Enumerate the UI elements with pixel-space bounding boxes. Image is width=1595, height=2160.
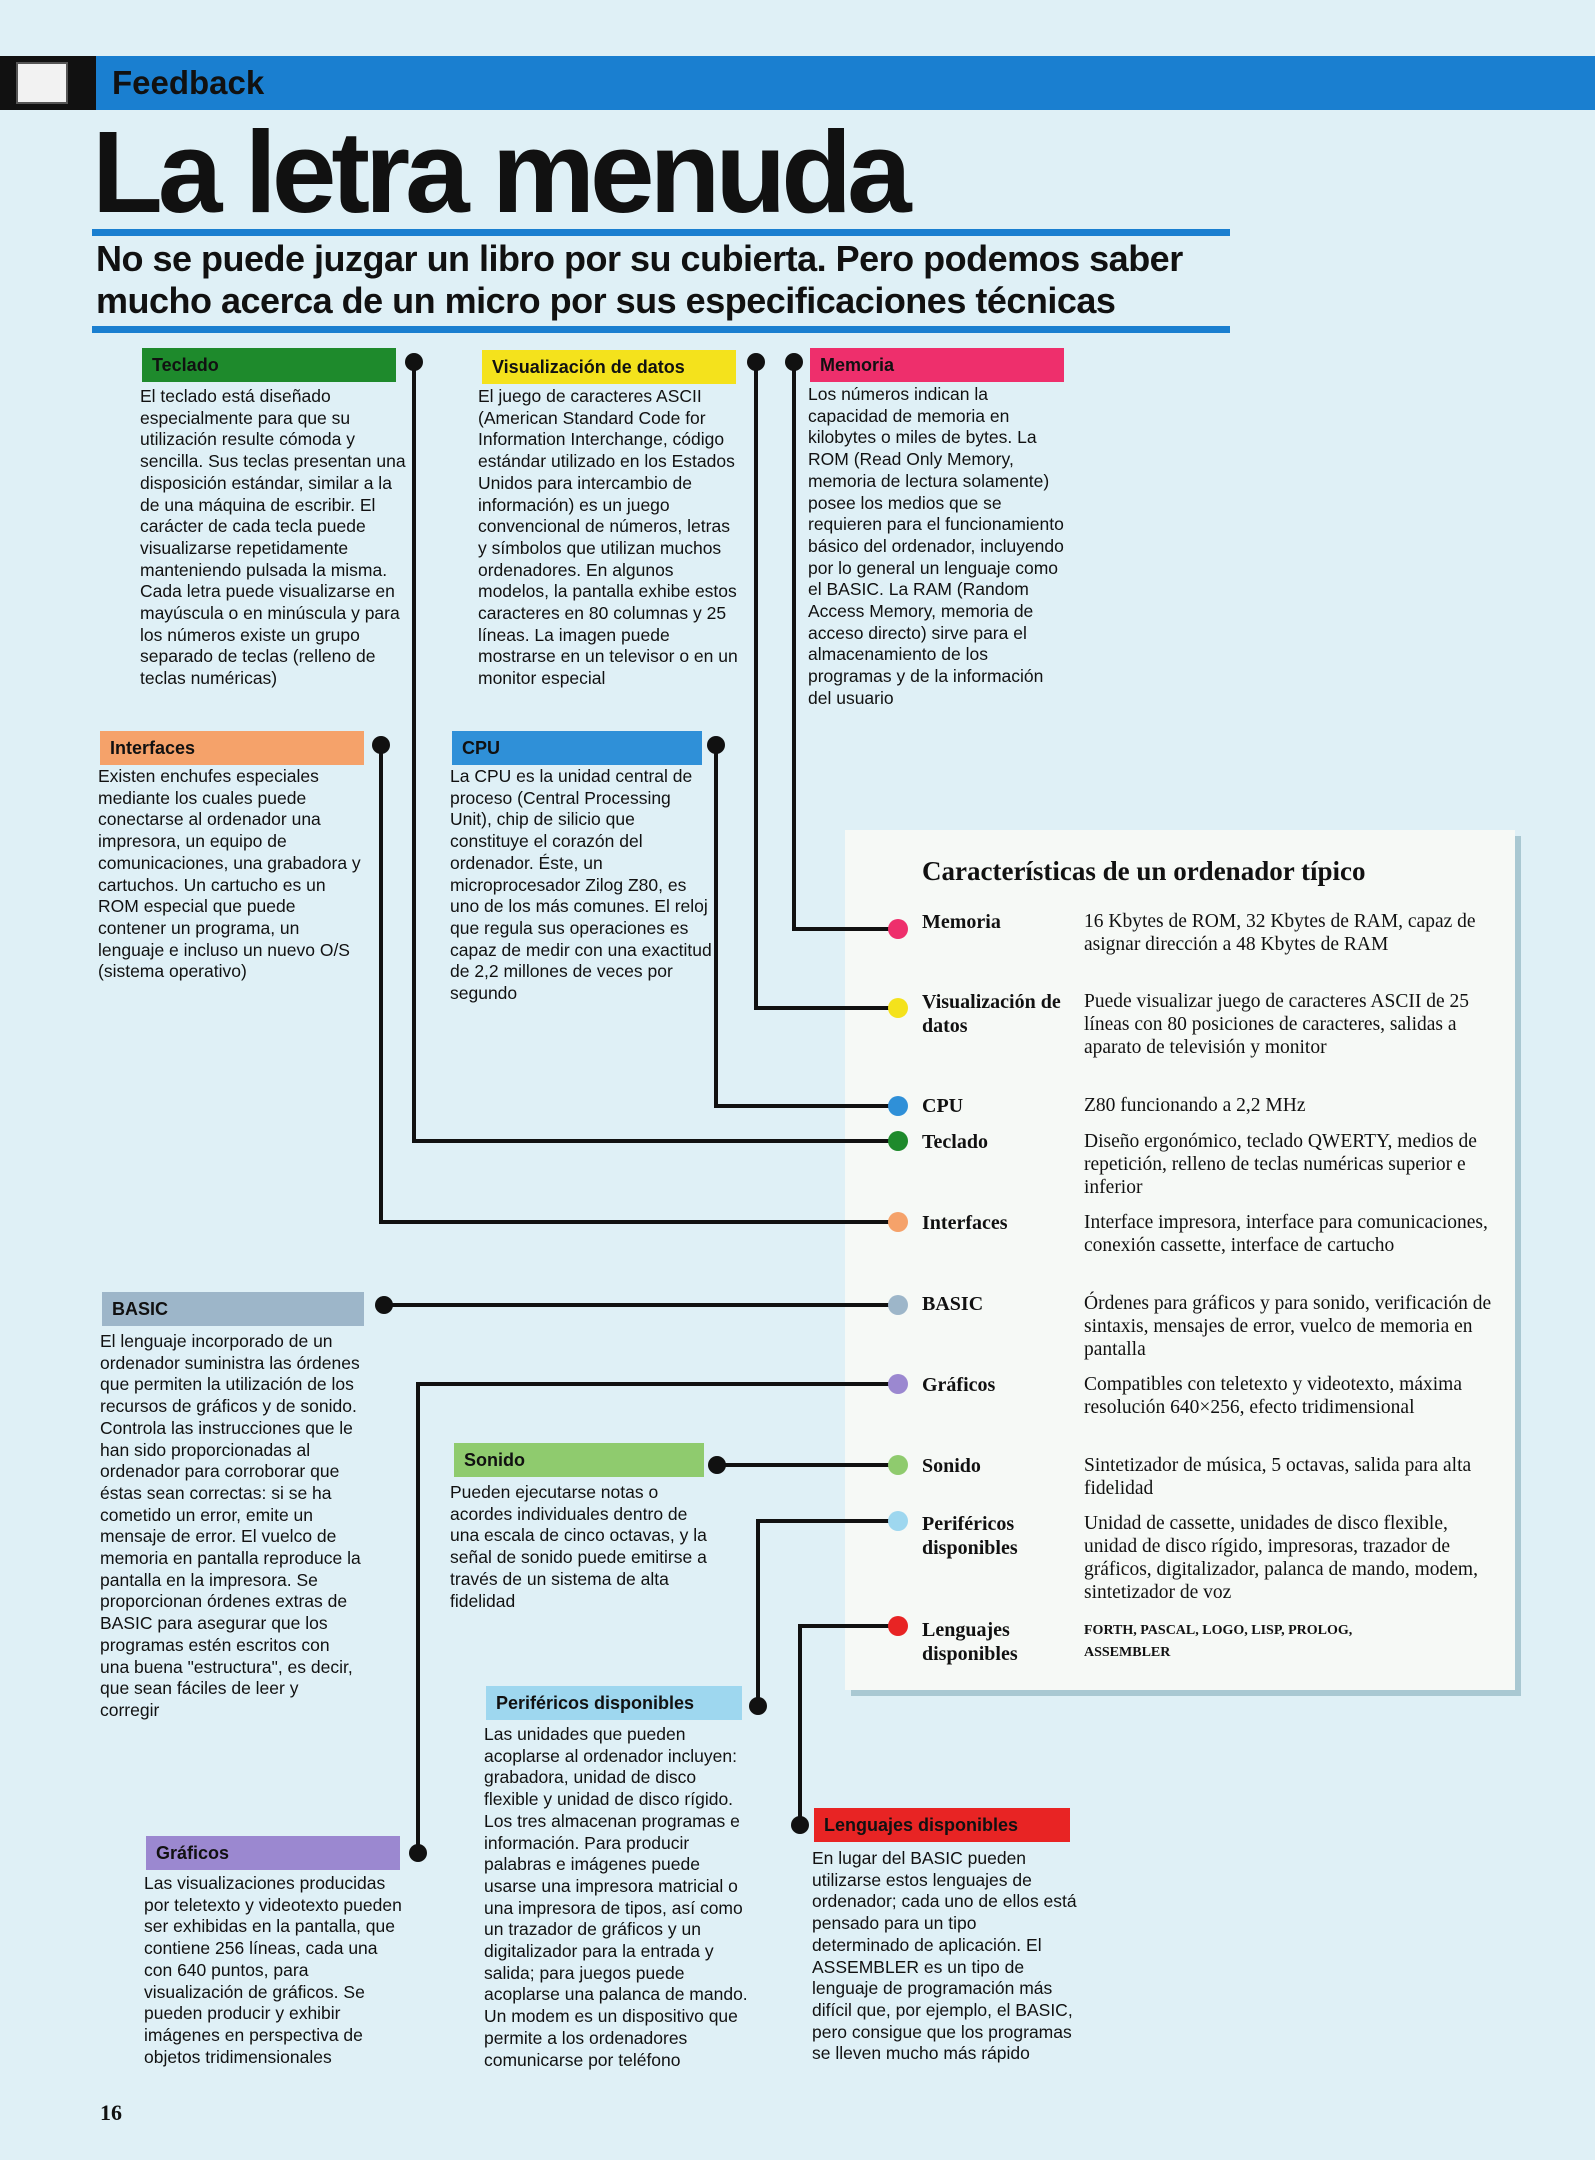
- interfaces-connector: [379, 745, 898, 1224]
- spec-label-visualizacion: Visualización de datos: [922, 991, 1061, 1037]
- spec-label-graficos: Gráficos: [922, 1374, 996, 1396]
- spec-value-cpu: Z80 funcionando a 2,2 MHz: [1084, 1095, 1306, 1116]
- spec-value-perifericos: Unidad de cassette, unidades de disco fl…: [1084, 1513, 1478, 1603]
- basic-text: El lenguaje incorporado de un ordenador …: [100, 1331, 361, 1720]
- sonido-header: Sonido: [454, 1443, 704, 1477]
- spec-label-teclado: Teclado: [922, 1131, 988, 1153]
- spec-label-interfaces: Interfaces: [922, 1212, 1008, 1234]
- interfaces-dot: [372, 736, 390, 754]
- memoria-header: Memoria: [810, 348, 1064, 382]
- spec-value-memoria: 16 Kbytes de ROM, 32 Kbytes de RAM, capa…: [1084, 911, 1476, 955]
- cpu-connector: [714, 745, 898, 1108]
- spec-label-cpu: CPU: [922, 1095, 964, 1117]
- spec-dot-5: [888, 1295, 908, 1315]
- page-number: 16: [100, 2100, 122, 2125]
- spec-dot-7: [888, 1455, 908, 1475]
- sonido-text: Pueden ejecutarse notas o acordes indivi…: [450, 1482, 707, 1611]
- interfaces-header: Interfaces: [100, 731, 364, 765]
- basic-dot: [375, 1296, 393, 1314]
- spec-value-interfaces: Interface impresora, interface para comu…: [1084, 1212, 1488, 1256]
- page-subtitle: No se puede juzgar un libro por su cubie…: [96, 238, 1183, 321]
- spec-dot-0: [888, 919, 908, 939]
- title-rule: [92, 229, 1230, 236]
- sonido-dot: [708, 1456, 726, 1474]
- graficos-dot: [409, 1844, 427, 1862]
- spec-label-basic: BASIC: [922, 1293, 984, 1315]
- memoria-dot: [785, 353, 803, 371]
- perifericos-text: Las unidades que pueden acoplarse al ord…: [484, 1724, 748, 2070]
- lenguajes-header: Lenguajes disponibles: [814, 1808, 1070, 1842]
- teclado-text: El teclado está diseñado especialmente p…: [140, 386, 406, 689]
- interfaces-text: Existen enchufes especiales mediante los…: [98, 766, 361, 982]
- header-bar: [0, 56, 1595, 110]
- cpu-dot: [707, 736, 725, 754]
- graficos-header: Gráficos: [146, 1836, 400, 1870]
- spec-dot-6: [888, 1374, 908, 1394]
- spec-dot-4: [888, 1212, 908, 1232]
- cpu-header: CPU: [452, 731, 702, 765]
- subtitle-rule: [92, 326, 1230, 333]
- spec-dot-3: [888, 1131, 908, 1151]
- spec-value-graficos: Compatibles con teletexto y videotexto, …: [1084, 1374, 1462, 1418]
- spec-value-sonido: Sintetizador de música, 5 octavas, salid…: [1084, 1455, 1472, 1499]
- lenguajes-dot: [791, 1816, 809, 1834]
- graficos-connector: [416, 1382, 898, 1853]
- spec-label-lenguajes: Lenguajes disponibles: [922, 1619, 1018, 1665]
- perifericos-connector: [756, 1519, 898, 1706]
- teclado-header: Teclado: [142, 348, 396, 382]
- page-title: La letra menuda: [92, 107, 912, 237]
- spec-dot-9: [888, 1616, 908, 1636]
- visualizacion-header: Visualización de datos: [482, 350, 736, 384]
- memoria-text: Los números indican la capacidad de memo…: [808, 384, 1064, 708]
- spec-dot-8: [888, 1511, 908, 1531]
- terminal-screen-icon: [16, 62, 68, 104]
- lenguajes-connector: [798, 1624, 898, 1825]
- perifericos-dot: [749, 1697, 767, 1715]
- visualizacion-connector: [754, 362, 898, 1010]
- visualizacion-dot: [747, 353, 765, 371]
- spec-value-visualizacion: Puede visualizar juego de caracteres ASC…: [1084, 991, 1469, 1058]
- spec-dot-2: [888, 1096, 908, 1116]
- cpu-text: La CPU es la unidad central de proceso (…: [450, 766, 712, 1004]
- spec-dot-1: [888, 998, 908, 1018]
- specs-panel: [845, 830, 1515, 1690]
- lenguajes-text: En lugar del BASIC pueden utilizarse est…: [812, 1848, 1077, 2064]
- basic-header: BASIC: [102, 1292, 364, 1326]
- section-label: Feedback: [112, 64, 265, 101]
- teclado-connector: [412, 362, 898, 1143]
- spec-label-memoria: Memoria: [922, 911, 1001, 933]
- memoria-connector: [792, 362, 898, 931]
- specs-panel-title: Características de un ordenador típico: [922, 856, 1366, 886]
- spec-label-perifericos: Periféricos disponibles: [922, 1513, 1018, 1559]
- spec-value-lenguajes: FORTH, PASCAL, LOGO, LISP, PROLOG, ASSEM…: [1084, 1623, 1353, 1660]
- visualizacion-text: El juego de caracteres ASCII (American S…: [478, 386, 738, 689]
- spec-value-basic: Órdenes para gráficos y para sonido, ver…: [1084, 1293, 1492, 1360]
- perifericos-header: Periféricos disponibles: [486, 1686, 742, 1720]
- graficos-text: Las visualizaciones producidas por telet…: [144, 1873, 402, 2067]
- spec-label-sonido: Sonido: [922, 1455, 981, 1477]
- spec-value-teclado: Diseño ergonómico, teclado QWERTY, medio…: [1084, 1131, 1477, 1198]
- teclado-dot: [405, 353, 423, 371]
